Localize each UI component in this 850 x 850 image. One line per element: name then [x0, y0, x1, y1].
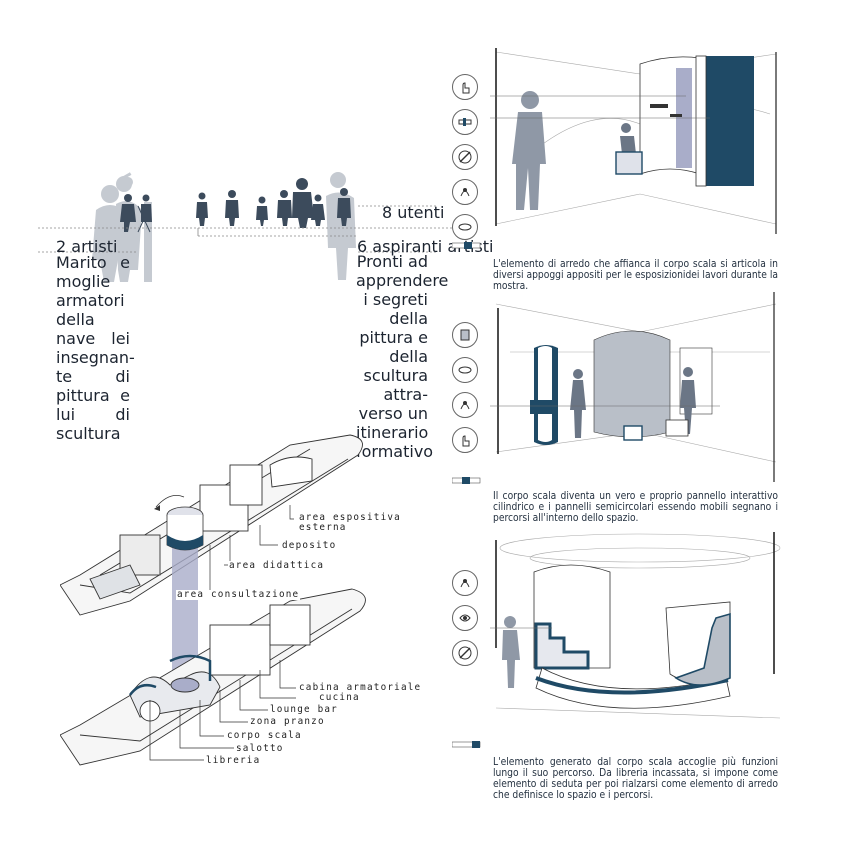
panel-icon	[452, 322, 478, 348]
artists-label: 2 artisti	[56, 237, 118, 256]
gesture-icon	[452, 179, 478, 205]
label-salotto: salotto	[235, 743, 285, 754]
label-cabina-armatoriale: cabina armatoriale	[298, 682, 423, 693]
panel-2-scale-marker	[452, 477, 481, 484]
hand-pointer-icon	[452, 427, 478, 453]
label-corpo-scala: corpo scala	[226, 730, 303, 741]
panel-1-illustration	[490, 48, 777, 234]
label-area-consultazione: area consultazione	[176, 589, 301, 600]
slider-icon	[452, 109, 478, 135]
gesture-icon	[452, 570, 478, 596]
users-label: 8 utenti	[382, 203, 445, 222]
upper-deck	[60, 434, 363, 616]
label-zona-pranzo: zona pranzo	[249, 716, 326, 727]
circle-icon	[452, 357, 478, 383]
stair-drum-upper	[154, 494, 204, 551]
panel-1-scale-marker	[452, 242, 481, 249]
hand-pointer-icon	[452, 74, 478, 100]
gesture-alt-icon	[452, 605, 478, 631]
lower-leader-lines	[149, 660, 296, 761]
panel-1-caption: L'elemento di arredo che affianca il cor…	[493, 259, 778, 292]
panel-2-illustration	[490, 292, 777, 482]
panel-3-illustration	[490, 532, 781, 719]
circle-icon	[452, 214, 478, 240]
panel-2-caption: Il corpo scala diventa un vero e proprio…	[493, 491, 778, 524]
panel-1-icons	[452, 74, 478, 249]
no-touch-icon	[452, 640, 478, 666]
yacht-drawing	[60, 434, 366, 766]
aspiring-artists-description: Pronti ad apprendere i segreti della pit…	[356, 252, 449, 461]
users-silhouettes	[38, 172, 458, 282]
label-area-didattica: area didattica	[228, 560, 326, 571]
label-lounge-bar: lounge bar	[269, 704, 339, 715]
label-deposito: deposito	[281, 540, 338, 551]
panel-2-icons	[452, 322, 478, 462]
gesture-icon	[452, 392, 478, 418]
panel-3-scale-marker	[452, 741, 481, 748]
label-libreria: libreria	[205, 755, 262, 766]
artists-description: Marito e moglie armatori della nave lei …	[56, 253, 135, 443]
panel-3-caption: L'elemento generato dal corpo scala acco…	[493, 757, 778, 801]
label-cucina: cucina	[318, 692, 361, 703]
panel-3-icons	[452, 570, 478, 675]
aspiring-artists-label: 6 aspiranti artisti	[357, 237, 494, 256]
no-touch-icon	[452, 144, 478, 170]
label-area-espositiva: area espositiva	[298, 512, 402, 523]
label-esterna: esterna	[298, 522, 348, 533]
